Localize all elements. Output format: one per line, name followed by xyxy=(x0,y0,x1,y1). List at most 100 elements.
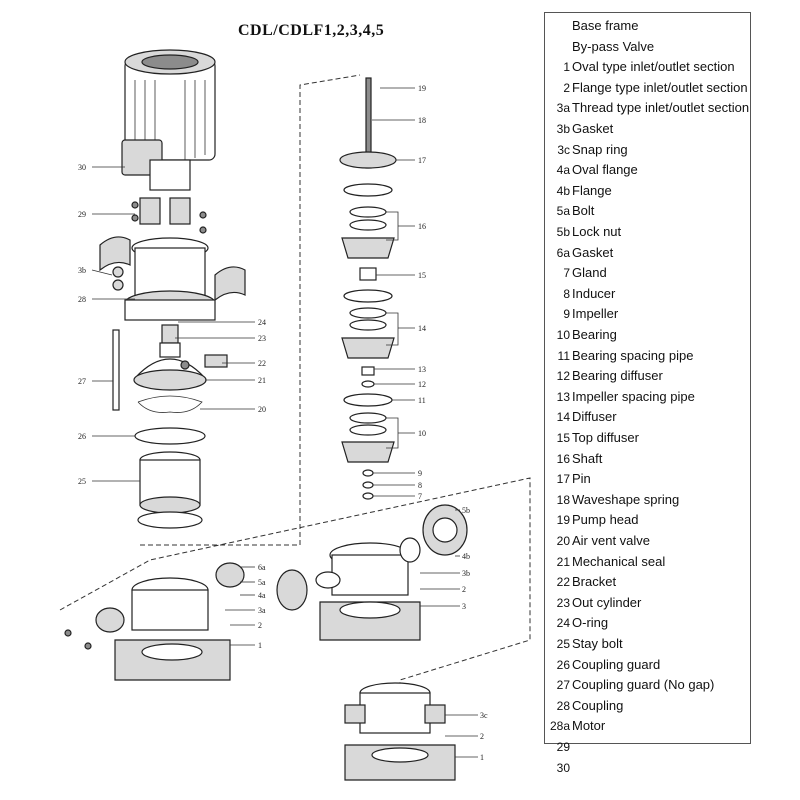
legend-item: 30 xyxy=(548,758,768,778)
legend-item-number: 5b xyxy=(556,225,570,239)
legend-item-number: 19 xyxy=(556,513,570,528)
legend-item-label: Inducer xyxy=(572,285,616,301)
callout-2-bottom: 2 xyxy=(480,732,484,741)
bracket xyxy=(112,237,216,321)
callout-16: 16 xyxy=(418,222,426,231)
legend-item-label: Impeller spacing pipe xyxy=(572,388,695,404)
leader-lines xyxy=(91,87,478,758)
legend-item-label: Bearing spacing pipe xyxy=(572,347,694,363)
callout-12: 12 xyxy=(418,380,426,389)
parts-legend-box xyxy=(544,12,751,744)
callout-18: 18 xyxy=(418,116,426,125)
callout-3a: 3a xyxy=(258,606,266,615)
legend-item-label: Oval flange xyxy=(572,162,638,178)
callout-25: 25 xyxy=(78,477,86,486)
legend-item-number: 11 xyxy=(557,348,570,363)
legend-item-label: Gasket xyxy=(572,121,614,136)
callout-4a: 4a xyxy=(258,591,266,600)
legend-item-label: Out cylinder xyxy=(572,594,642,610)
legend-item-label: Stay bolt xyxy=(572,636,623,651)
legend-item-number: 24 xyxy=(556,616,570,631)
callout-5a: 5a xyxy=(258,578,266,587)
callout-20: 20 xyxy=(258,405,266,414)
callout-14: 14 xyxy=(418,324,426,333)
legend-item-label: Coupling guard xyxy=(572,656,661,672)
callout-19: 19 xyxy=(418,84,426,93)
legend-item-number: 5a xyxy=(556,204,570,219)
callout-3c: 3c xyxy=(480,711,488,720)
legend-item-number: 22 xyxy=(556,575,570,590)
legend-item-number: 6a xyxy=(556,245,570,260)
motor xyxy=(121,49,216,191)
legend-item-number: 21 xyxy=(556,554,570,569)
legend-item-label: Flange xyxy=(572,182,612,198)
callout-26: 26 xyxy=(78,432,86,441)
callout-6a: 6a xyxy=(258,563,266,572)
legend-item-label: Gasket xyxy=(572,244,614,260)
legend-item-number: 27 xyxy=(556,678,570,693)
callout-4b: 4b xyxy=(462,552,470,561)
diagram-title: CDL/CDLF1,2,3,4,5 xyxy=(238,22,385,39)
callout-3b-left: 3b xyxy=(78,266,86,275)
pump-head xyxy=(133,324,228,391)
callout-2-left: 2 xyxy=(258,621,262,630)
legend-item-label: Oval type inlet/outlet section xyxy=(572,59,735,75)
callout-1-bottom: 1 xyxy=(480,753,484,762)
legend-item-label: Gland xyxy=(572,265,607,281)
stay-bolt xyxy=(112,329,120,411)
legend-item-number: 29 xyxy=(556,740,570,754)
legend-item-number: 12 xyxy=(556,369,570,384)
legend-item-number: 10 xyxy=(556,328,570,342)
legend-item-number: 9 xyxy=(563,307,570,322)
legend-item-number: 3b xyxy=(556,122,570,136)
legend-item-label: Base frame xyxy=(572,18,639,33)
legend-item-label: Diffuser xyxy=(572,409,617,425)
oval-inlet-outlet-section xyxy=(64,562,245,681)
legend-item-label: Impeller xyxy=(572,306,619,322)
legend-item-number: 4a xyxy=(556,163,570,178)
legend-item-label: Pump head xyxy=(572,512,639,528)
callout-10: 10 xyxy=(418,429,426,438)
legend-item-label: Motor xyxy=(572,718,606,734)
callout-2-mid: 2 xyxy=(462,585,466,594)
legend-item-label: Bearing diffuser xyxy=(572,368,663,384)
coupling-guard xyxy=(99,236,246,302)
legend-item: Base frame xyxy=(548,16,768,36)
callout-3b: 3b xyxy=(462,569,470,578)
legend-item-label: O-ring xyxy=(572,615,609,631)
callout-1-left: 1 xyxy=(258,641,262,650)
legend-item-number: 3a xyxy=(556,101,570,116)
legend-item-label: Air vent valve xyxy=(572,533,651,548)
callout-15: 15 xyxy=(418,271,426,280)
legend-item-number: 14 xyxy=(556,410,570,425)
callout-9: 9 xyxy=(418,469,422,478)
callout-30: 30 xyxy=(78,163,86,172)
legend-item-label: Mechanical seal xyxy=(572,553,666,569)
callout-11: 11 xyxy=(418,396,426,405)
legend-item-label: Bracket xyxy=(572,574,617,590)
legend-item-number: 15 xyxy=(556,431,570,445)
callout-8: 8 xyxy=(418,481,422,490)
